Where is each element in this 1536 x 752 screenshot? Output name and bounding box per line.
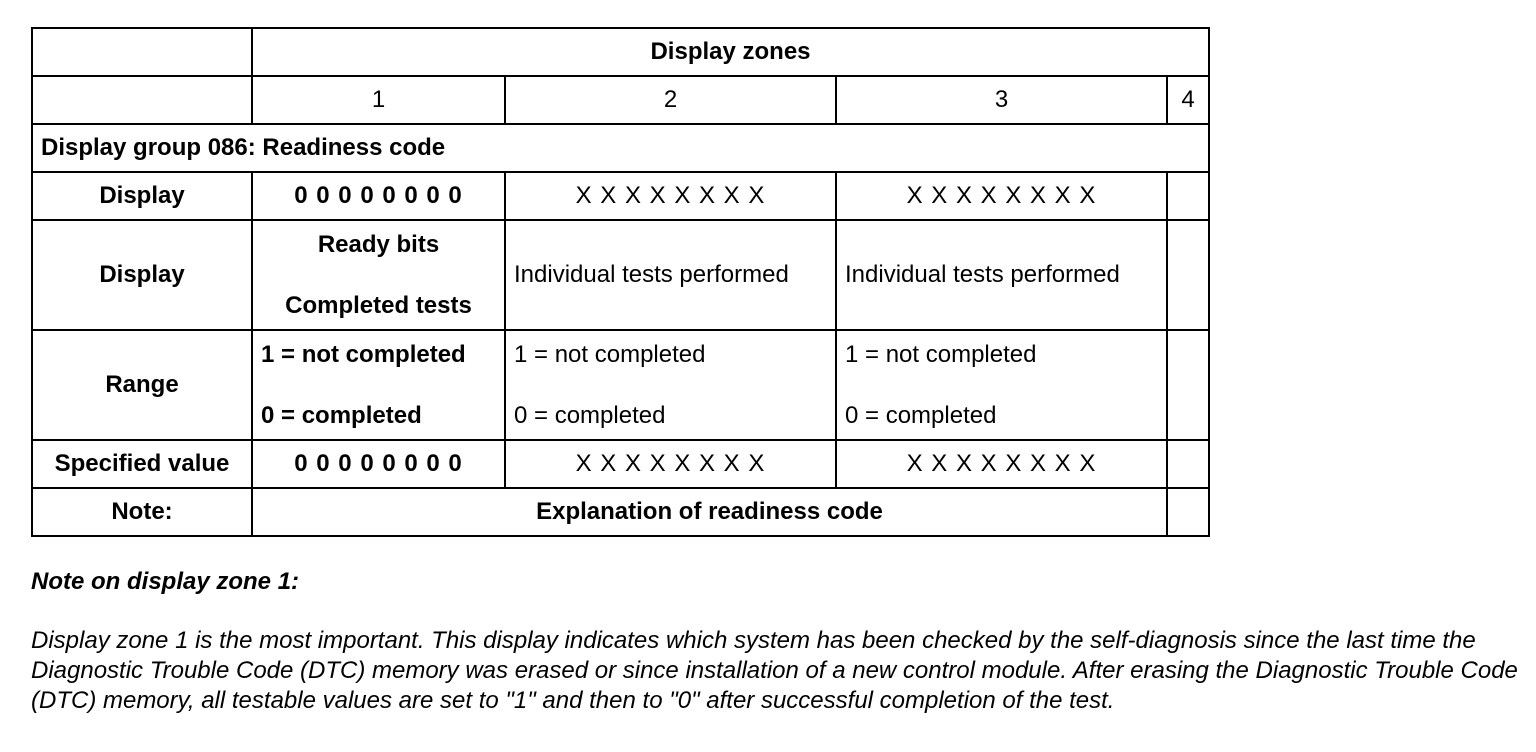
display-zones-table: Display zones 1 2 3 4 Display group 086:… <box>31 27 1210 537</box>
display-meaning-zone3: Individual tests performed <box>835 219 1168 331</box>
display-value-row: Display 0 0 0 0 0 0 0 0 X X X X X X X X … <box>31 171 1210 221</box>
note-explanation: Explanation of readiness code <box>251 487 1168 537</box>
zone-number-1: 1 <box>251 75 506 125</box>
range-zone3: 1 = not completed 0 = completed <box>835 329 1168 441</box>
range-zone2-completed: 0 = completed <box>514 401 666 429</box>
range-zone3-not-completed: 1 = not completed <box>845 340 1037 368</box>
display-meaning-zone4 <box>1166 219 1210 331</box>
specified-value-zone3: X X X X X X X X <box>835 439 1168 489</box>
display-value-zone1: 0 0 0 0 0 0 0 0 <box>251 171 506 221</box>
range-zone4 <box>1166 329 1210 441</box>
display-group-row: Display group 086: Readiness code <box>31 123 1210 173</box>
specified-value-label: Specified value <box>31 439 253 489</box>
note-section-body: Display zone 1 is the most important. Th… <box>31 627 1518 714</box>
zone-number-4: 4 <box>1166 75 1210 125</box>
display-meaning-zone1: Ready bits Completed tests <box>251 219 506 331</box>
specified-value-zone2: X X X X X X X X <box>504 439 837 489</box>
ready-bits-text: Ready bits <box>317 230 440 258</box>
table-corner-cell <box>31 27 253 77</box>
display-value-zone3: X X X X X X X X <box>835 171 1168 221</box>
display-meaning-zone2: Individual tests performed <box>504 219 837 331</box>
range-row: Range 1 = not completed 0 = completed 1 … <box>31 329 1210 441</box>
display-value-zone4 <box>1166 171 1210 221</box>
note-label: Note: <box>31 487 253 537</box>
display-meaning-label: Display <box>31 219 253 331</box>
range-zone1-not-completed: 1 = not completed <box>261 340 466 368</box>
specified-value-zone4 <box>1166 439 1210 489</box>
display-value-label: Display <box>31 171 253 221</box>
zone-number-corner-cell <box>31 75 253 125</box>
range-zone1-completed: 0 = completed <box>261 401 422 429</box>
zone-number-3: 3 <box>835 75 1168 125</box>
display-value-zone2: X X X X X X X X <box>504 171 837 221</box>
zone-number-2: 2 <box>504 75 837 125</box>
note-zone4 <box>1166 487 1210 537</box>
specified-value-zone1: 0 0 0 0 0 0 0 0 <box>251 439 506 489</box>
range-zone3-completed: 0 = completed <box>845 401 997 429</box>
range-label: Range <box>31 329 253 441</box>
note-section-title: Note on display zone 1: <box>31 568 300 595</box>
display-zones-heading: Display zones <box>251 27 1210 77</box>
range-zone2-not-completed: 1 = not completed <box>514 340 706 368</box>
display-group-title: Display group 086: Readiness code <box>31 123 1210 173</box>
range-zone1: 1 = not completed 0 = completed <box>251 329 506 441</box>
display-meaning-row: Display Ready bits Completed tests Indiv… <box>31 219 1210 331</box>
specified-value-row: Specified value 0 0 0 0 0 0 0 0 X X X X … <box>31 439 1210 489</box>
completed-tests-text: Completed tests <box>285 291 472 319</box>
note-row: Note: Explanation of readiness code <box>31 487 1210 537</box>
zone-number-row: 1 2 3 4 <box>31 75 1210 125</box>
table-header-row: Display zones <box>31 27 1210 77</box>
range-zone2: 1 = not completed 0 = completed <box>504 329 837 441</box>
